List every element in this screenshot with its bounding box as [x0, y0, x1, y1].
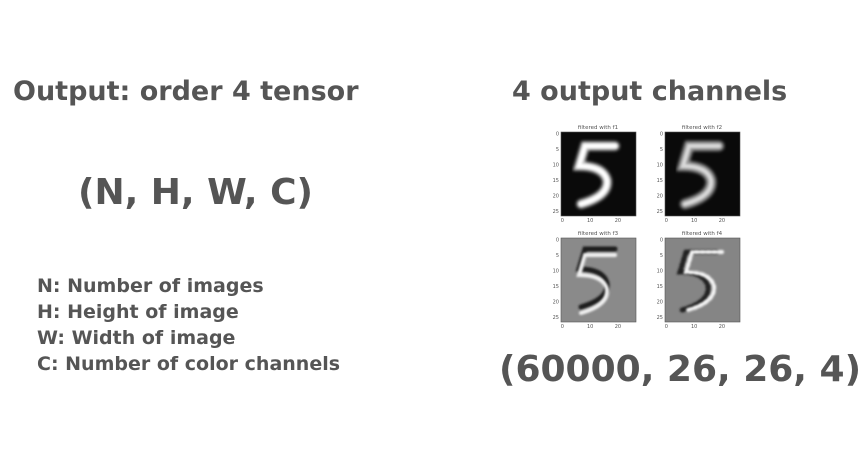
x-tick-label: 20 — [615, 218, 621, 224]
y-tick-label: 25 — [553, 315, 559, 321]
panel-title: filtered with f1 — [578, 125, 618, 131]
y-tick-label: 0 — [556, 131, 559, 137]
y-tick-label: 10 — [657, 268, 663, 274]
filter-panel-3: filtered with f3 — [560, 231, 637, 323]
panel-title: filtered with f2 — [682, 125, 722, 131]
x-tick-label: 20 — [615, 324, 621, 330]
x-tick-label: 0 — [665, 218, 668, 224]
filter-panel-2: filtered with f2 — [664, 125, 741, 217]
legend-item-c: C: Number of color channels — [37, 353, 341, 375]
y-tick-label: 10 — [553, 162, 559, 168]
y-tick-label: 5 — [556, 253, 559, 259]
y-tick-label: 0 — [660, 131, 663, 137]
y-tick-label: 5 — [660, 253, 663, 259]
y-tick-label: 15 — [553, 284, 559, 290]
x-tick-label: 10 — [691, 218, 697, 224]
y-tick-label: 25 — [553, 209, 559, 215]
y-tick-label: 5 — [660, 147, 663, 153]
x-tick-label: 0 — [561, 218, 564, 224]
legend-item-w: W: Width of image — [37, 327, 236, 349]
panel-title: filtered with f4 — [682, 231, 723, 237]
output-shape: (60000, 26, 26, 4) — [499, 349, 861, 390]
legend-item-h: H: Height of image — [37, 301, 239, 323]
x-tick-label: 10 — [587, 218, 593, 224]
filter-panel-1: filtered with f1 — [560, 125, 637, 217]
x-tick-label: 20 — [719, 218, 725, 224]
y-tick-label: 20 — [657, 300, 663, 306]
x-tick-label: 0 — [665, 324, 668, 330]
y-tick-label: 15 — [657, 284, 663, 290]
dimension-legend: N: Number of images H: Height of image W… — [37, 273, 340, 377]
x-tick-label: 10 — [587, 324, 593, 330]
shape-formula: (N, H, W, C) — [78, 172, 313, 213]
filtered-images-grid: filtered with f1 filtered with f2 filter… — [553, 125, 741, 330]
y-tick-label: 0 — [660, 237, 663, 243]
output-channels-title: 4 output channels — [512, 76, 788, 107]
output-tensor-title: Output: order 4 tensor — [13, 76, 359, 107]
y-tick-label: 0 — [556, 237, 559, 243]
y-tick-label: 10 — [553, 268, 559, 274]
panel-title: filtered with f3 — [578, 231, 619, 237]
x-tick-label: 0 — [561, 324, 564, 330]
y-tick-label: 5 — [556, 147, 559, 153]
y-tick-label: 25 — [657, 315, 663, 321]
x-tick-label: 20 — [719, 324, 725, 330]
y-tick-label: 15 — [657, 178, 663, 184]
x-tick-label: 10 — [691, 324, 697, 330]
legend-item-n: N: Number of images — [37, 275, 264, 297]
y-tick-label: 25 — [657, 209, 663, 215]
y-tick-label: 20 — [553, 194, 559, 200]
y-tick-label: 15 — [553, 178, 559, 184]
y-tick-label: 20 — [657, 194, 663, 200]
filter-panel-4: filtered with f4 — [664, 231, 741, 323]
y-tick-label: 10 — [657, 162, 663, 168]
y-tick-label: 20 — [553, 300, 559, 306]
